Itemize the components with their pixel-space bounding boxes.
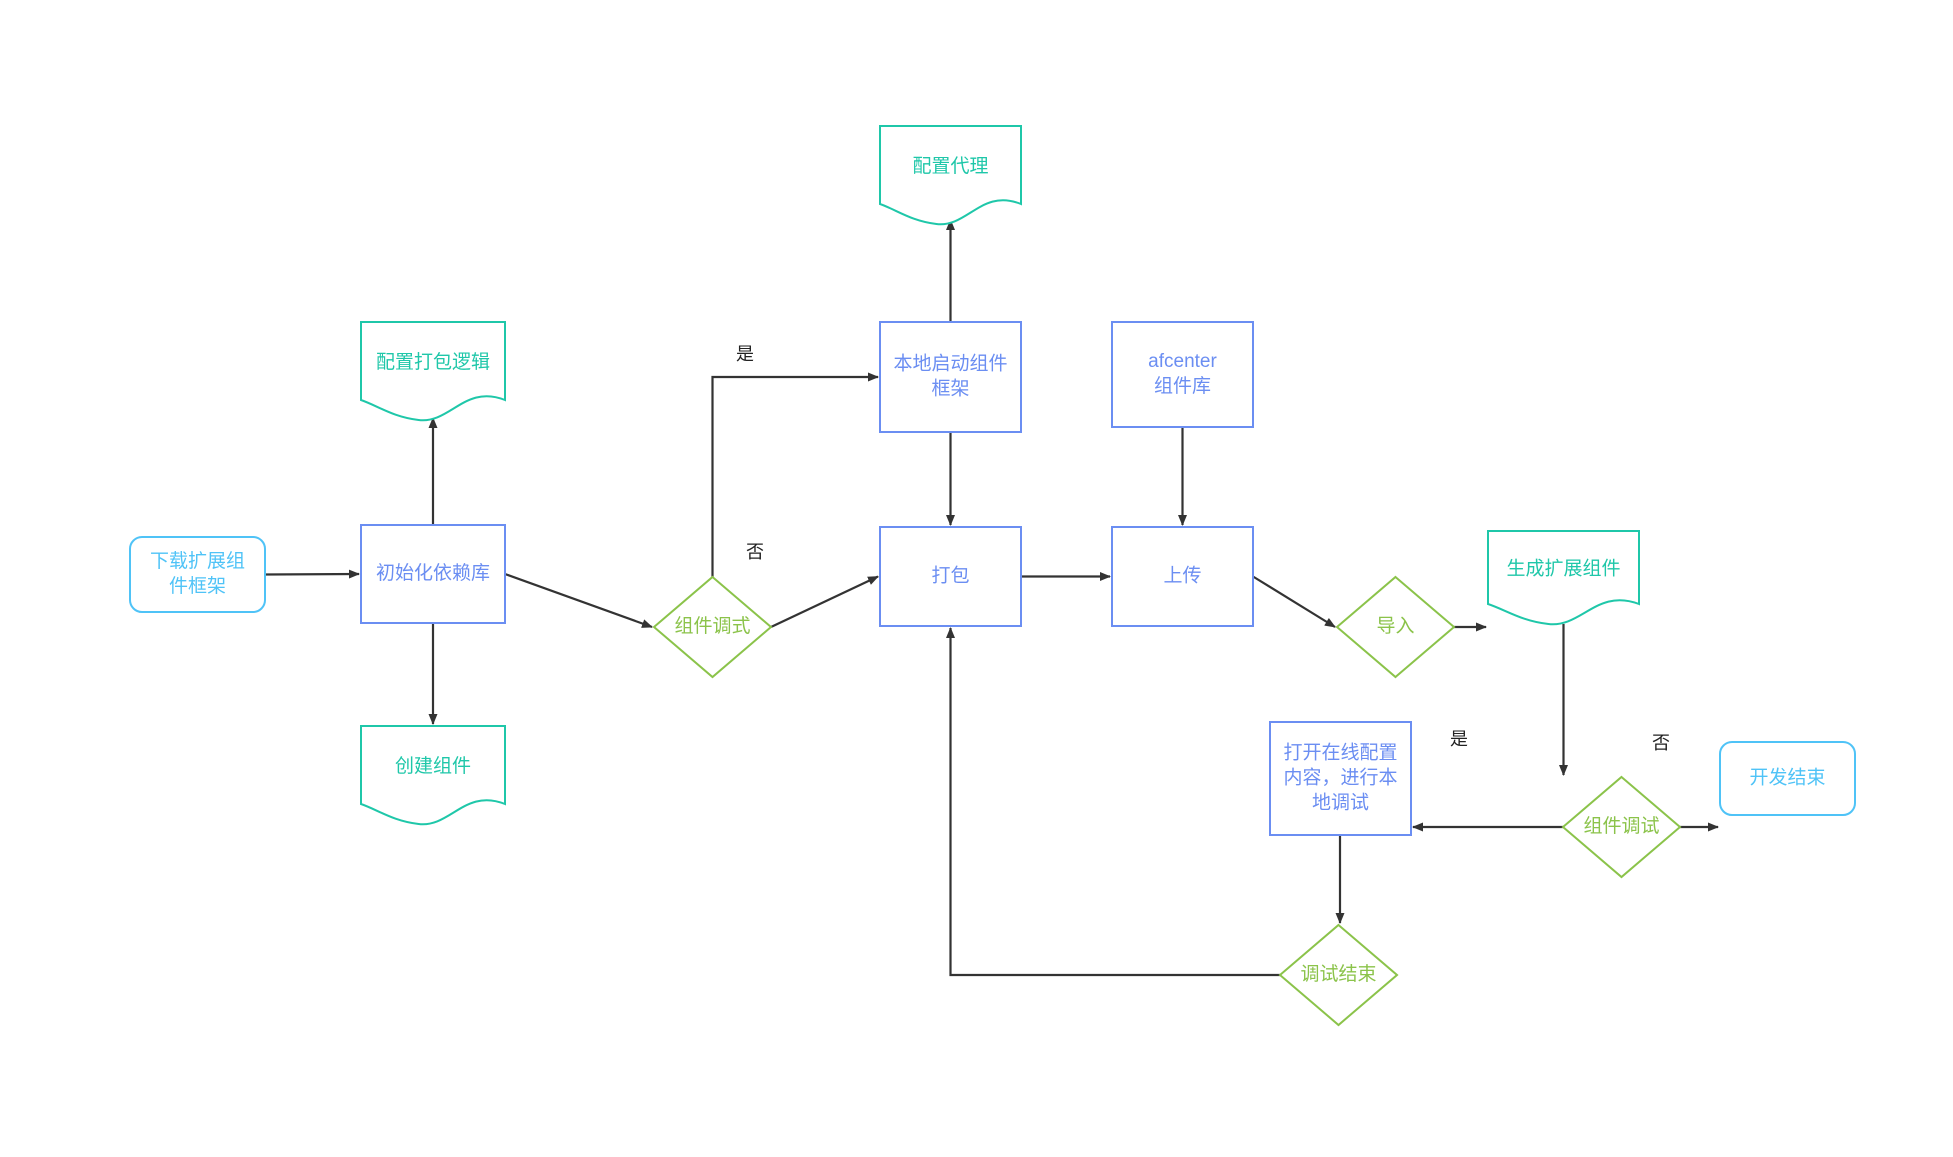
edge-label-e15: 否 <box>1652 733 1670 753</box>
node-dbgend[interactable]: 调试结束 <box>1278 923 1399 1027</box>
edge-init-to-dbg1 <box>504 572 653 629</box>
edge-dbgend-to-pack <box>946 627 1280 977</box>
node-label: 打开在线配置内容，进行本地调试 <box>1283 742 1397 814</box>
node-shape-rect <box>1269 721 1412 836</box>
node-label: 下载扩展组件框架 <box>150 550 245 597</box>
node-pack[interactable]: 打包 <box>879 526 1022 627</box>
node-shape-rect <box>1111 321 1254 428</box>
node-shape-rect <box>879 321 1022 433</box>
edges-layer <box>264 219 1719 977</box>
node-shape-rect <box>1111 526 1254 627</box>
node-label: 上传 <box>1163 565 1201 587</box>
node-shape-document <box>360 321 506 422</box>
node-shape-document <box>360 725 506 826</box>
node-shape-diamond <box>1278 923 1399 1027</box>
node-label: 组件调试 <box>1583 815 1659 837</box>
edge-upload-to-import <box>1252 575 1336 628</box>
node-shape-rounded <box>129 536 266 613</box>
node-label: 创建组件 <box>395 755 471 777</box>
node-label: 配置代理 <box>912 155 988 177</box>
edge-label-e6: 否 <box>746 542 764 562</box>
node-shape-diamond <box>1561 775 1682 879</box>
node-localstart[interactable]: 本地启动组件框架 <box>879 321 1022 433</box>
node-genext[interactable]: 生成扩展组件 <box>1487 530 1640 626</box>
node-shape-rect <box>879 526 1022 627</box>
node-import[interactable]: 导入 <box>1335 575 1456 679</box>
node-init[interactable]: 初始化依赖库 <box>360 524 506 624</box>
node-download[interactable]: 下载扩展组件框架 <box>129 536 266 613</box>
node-label: 配置打包逻辑 <box>376 351 490 373</box>
node-online[interactable]: 打开在线配置内容，进行本地调试 <box>1269 721 1412 836</box>
node-create[interactable]: 创建组件 <box>360 725 506 826</box>
node-label: 生成扩展组件 <box>1506 558 1620 580</box>
node-devend[interactable]: 开发结束 <box>1719 741 1856 816</box>
node-label: 初始化依赖库 <box>376 562 490 584</box>
node-shape-document <box>879 125 1022 226</box>
node-dbg1[interactable]: 组件调式 <box>652 575 773 679</box>
node-label: 导入 <box>1376 616 1414 637</box>
node-label: 开发结束 <box>1749 767 1825 789</box>
node-shape-diamond <box>1335 575 1456 679</box>
node-shape-diamond <box>652 575 773 679</box>
edge-label-e5: 是 <box>736 344 754 364</box>
node-proxy[interactable]: 配置代理 <box>879 125 1022 226</box>
node-label: 本地启动组件框架 <box>893 353 1007 400</box>
node-cfgpack[interactable]: 配置打包逻辑 <box>360 321 506 422</box>
node-label: 打包 <box>931 565 969 587</box>
node-dbg2[interactable]: 组件调试 <box>1561 775 1682 879</box>
node-label: 调试结束 <box>1300 963 1376 985</box>
node-shape-rect <box>360 524 506 624</box>
edge-dbg1-no-to-pack <box>770 575 879 628</box>
edge-labels-layer: 是否是否 <box>736 344 1670 753</box>
edge-label-e14: 是 <box>1450 729 1468 749</box>
node-shape-document <box>1487 530 1640 626</box>
node-upload[interactable]: 上传 <box>1111 526 1254 627</box>
node-label: 组件调式 <box>674 615 750 637</box>
node-shape-rounded <box>1719 741 1856 816</box>
edge-download-to-init <box>264 569 360 579</box>
edge-dbg1-yes-to-localstart <box>711 372 879 577</box>
